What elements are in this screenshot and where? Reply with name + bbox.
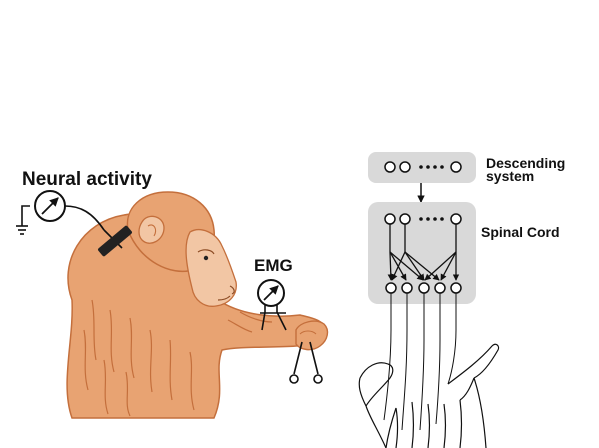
interneuron — [385, 214, 395, 224]
motoneuron — [386, 283, 396, 293]
galvanometer-icon — [35, 191, 65, 221]
neuron — [451, 162, 461, 172]
neuron — [385, 162, 395, 172]
hand-outline — [359, 344, 498, 448]
monkey-face — [186, 230, 236, 307]
motoneuron — [435, 283, 445, 293]
interneuron — [451, 214, 461, 224]
spinal-cord-label: Spinal Cord — [481, 225, 560, 239]
galvanometer-icon — [258, 280, 284, 306]
motoneuron — [402, 283, 412, 293]
descending-system-label: Descending system — [486, 157, 565, 183]
ground-icon — [16, 206, 30, 234]
emg-label: EMG — [254, 257, 293, 274]
monkey-eye — [204, 256, 208, 260]
spinal-cord-box — [368, 202, 476, 304]
interneuron — [400, 214, 410, 224]
neuron — [400, 162, 410, 172]
motoneuron — [451, 283, 461, 293]
monkey-illustration — [67, 192, 327, 418]
motoneuron — [419, 283, 429, 293]
neural-activity-label: Neural activity — [22, 170, 152, 189]
descending-system-box — [368, 152, 476, 183]
